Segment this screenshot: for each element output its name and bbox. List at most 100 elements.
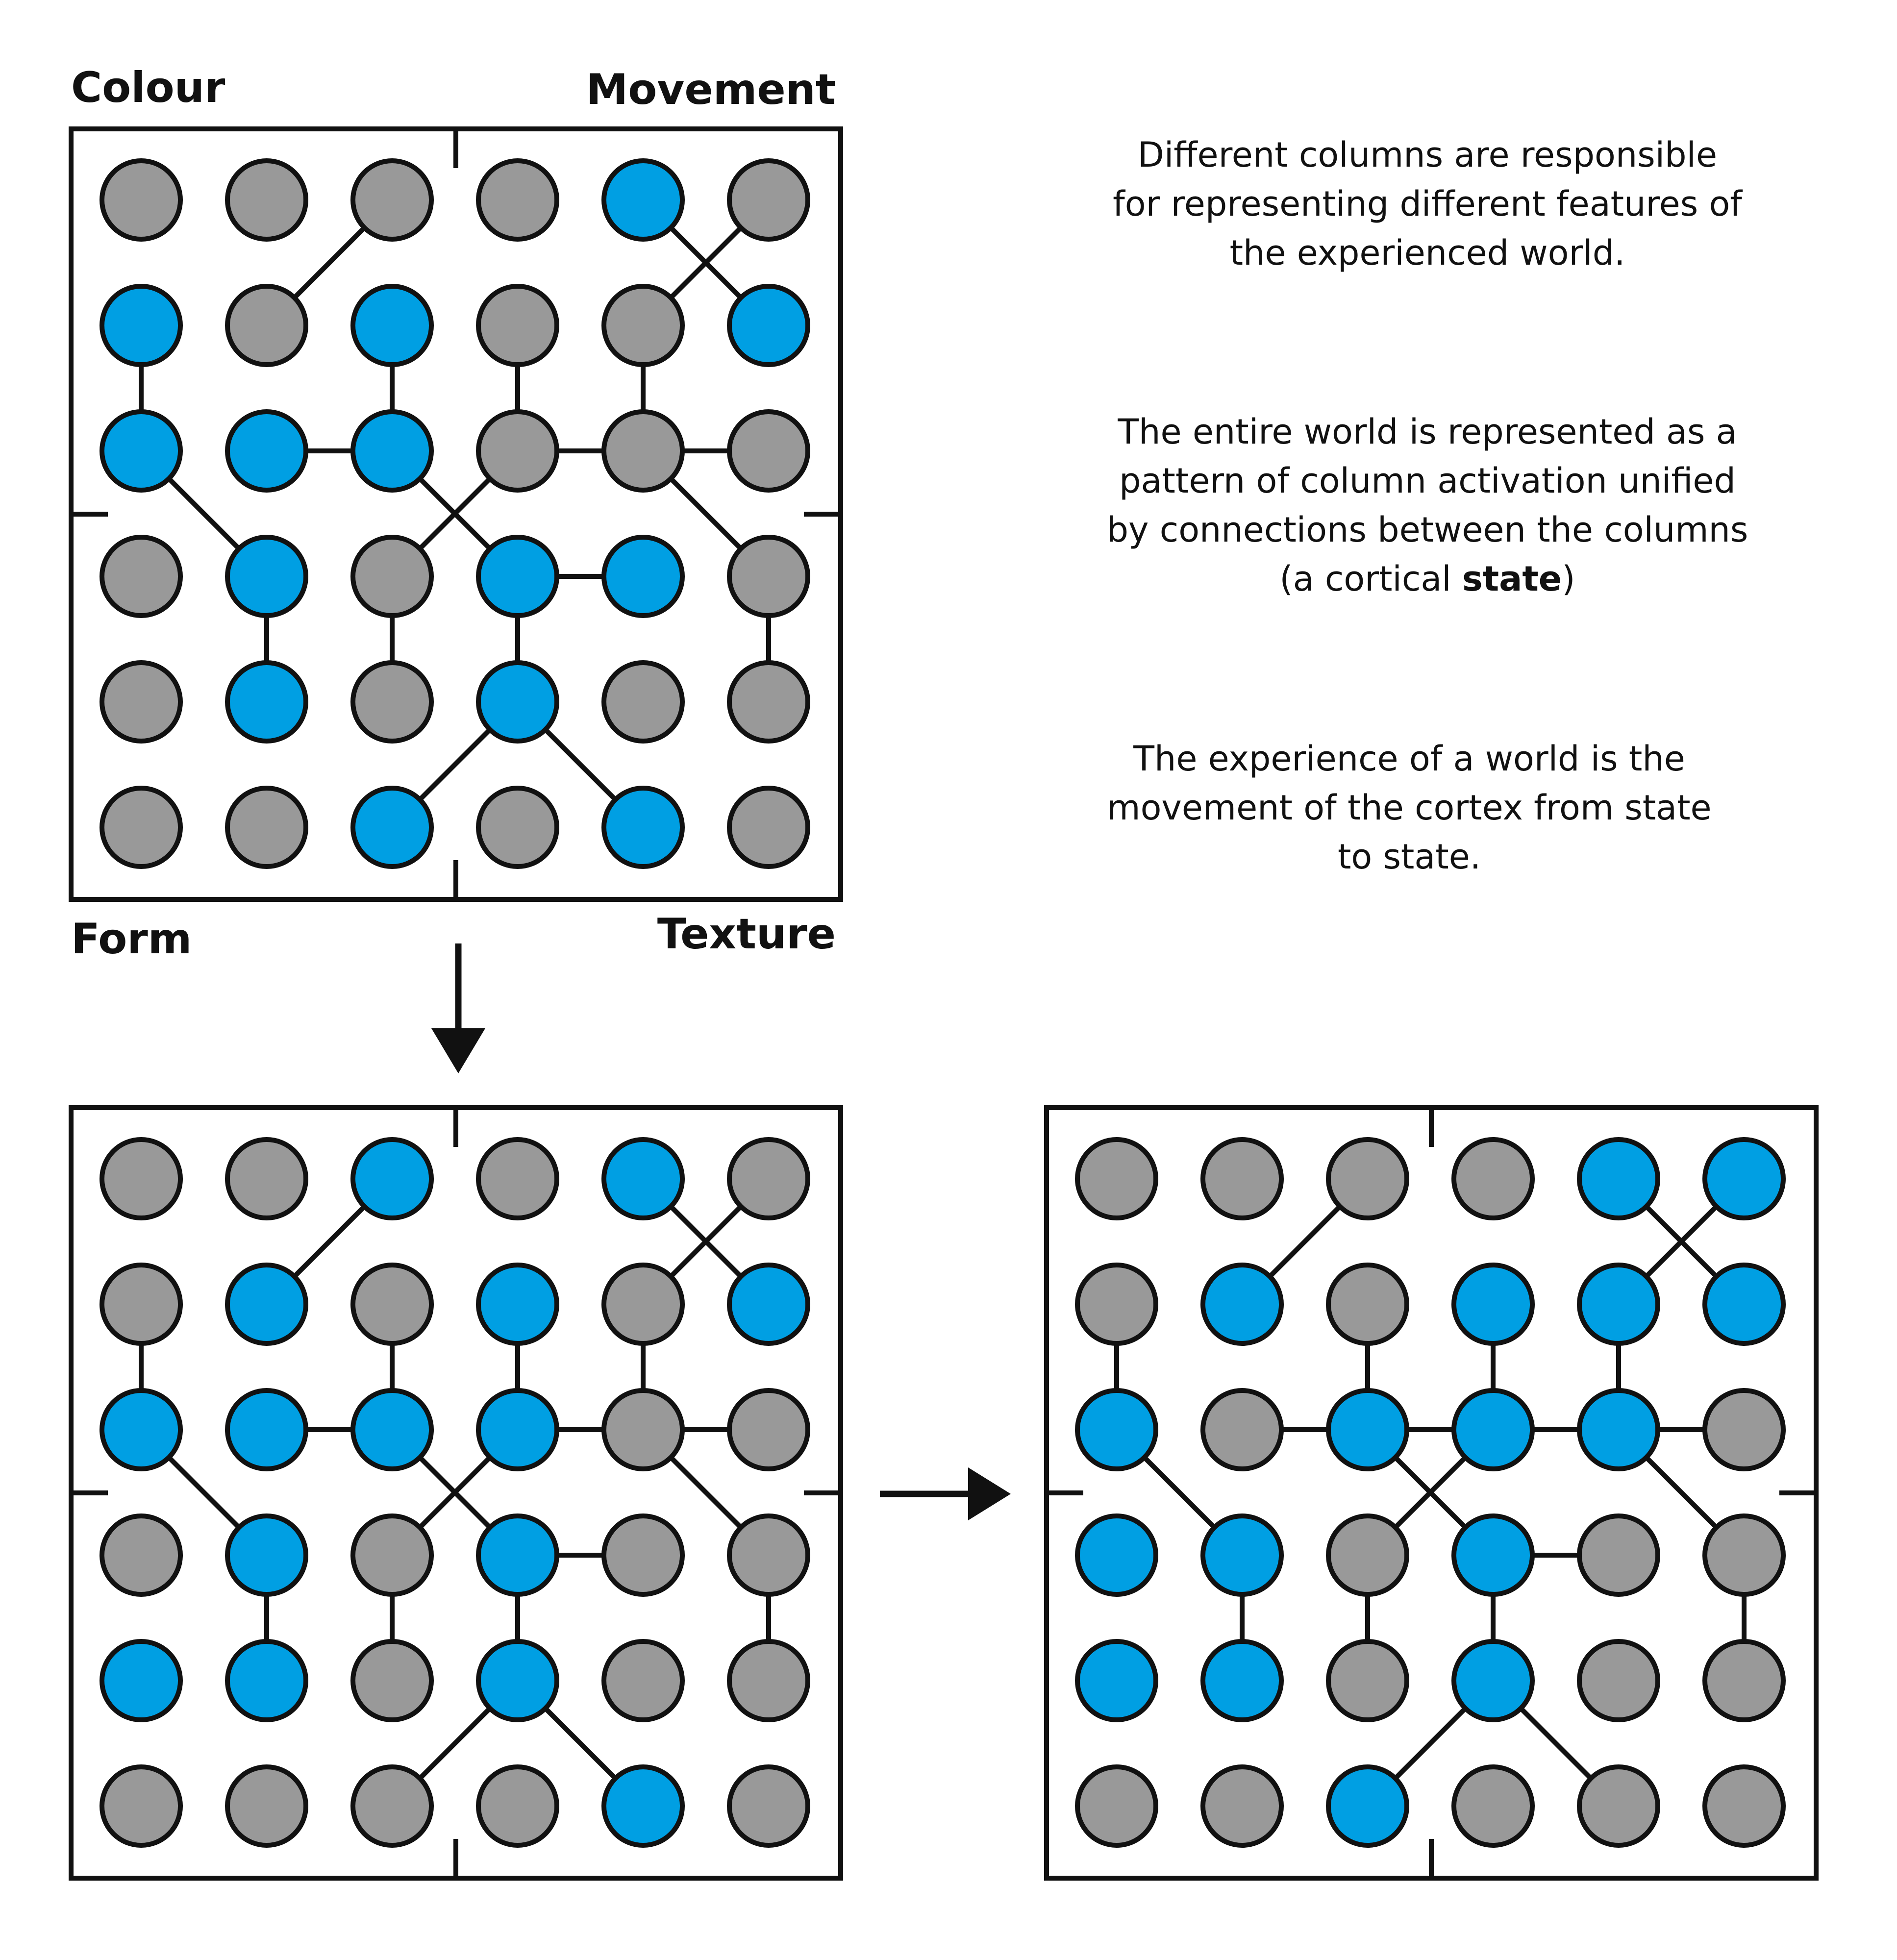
paragraph-line: Different columns are responsible xyxy=(1138,135,1717,175)
inactive-column xyxy=(350,1513,434,1597)
active-column xyxy=(1326,1764,1409,1848)
inactive-column xyxy=(1702,1764,1786,1848)
active-column xyxy=(1200,1639,1284,1722)
inactive-column xyxy=(727,409,810,493)
active-column xyxy=(476,1639,559,1722)
active-column xyxy=(1451,1263,1535,1346)
active-column xyxy=(476,1388,559,1471)
active-column xyxy=(727,284,810,367)
inactive-column xyxy=(100,660,183,744)
active-column xyxy=(476,660,559,744)
state-panel-second xyxy=(69,1105,843,1881)
active-column xyxy=(225,1513,308,1597)
active-column xyxy=(100,284,183,367)
active-column xyxy=(1577,1263,1660,1346)
paragraph-line: for representing different features of xyxy=(1113,184,1743,224)
state-panel-third xyxy=(1044,1105,1819,1881)
active-column xyxy=(601,1137,685,1220)
active-column xyxy=(225,1263,308,1346)
active-column xyxy=(601,786,685,869)
inactive-column xyxy=(1075,1137,1158,1220)
active-column xyxy=(350,1388,434,1471)
inactive-column xyxy=(601,409,685,493)
inactive-column xyxy=(350,1764,434,1848)
inactive-column xyxy=(350,158,434,242)
active-column xyxy=(1702,1263,1786,1346)
movement-label: Movement xyxy=(586,65,836,114)
active-column xyxy=(1451,1639,1535,1722)
inactive-column xyxy=(225,1764,308,1848)
paragraph-experience: The experience of a world is the movemen… xyxy=(1107,739,1711,877)
paragraph-state: The entire world is represented as a pat… xyxy=(1107,412,1748,599)
inactive-column xyxy=(100,535,183,618)
inactive-column xyxy=(100,158,183,242)
inactive-column xyxy=(1451,1764,1535,1848)
state-suffix: ) xyxy=(1562,559,1575,599)
inactive-column xyxy=(1326,1263,1409,1346)
inactive-column xyxy=(476,786,559,869)
inactive-column xyxy=(601,284,685,367)
active-column xyxy=(350,1137,434,1220)
active-column xyxy=(350,786,434,869)
inactive-column xyxy=(727,786,810,869)
active-column xyxy=(350,409,434,493)
inactive-column xyxy=(727,660,810,744)
inactive-column xyxy=(100,1513,183,1597)
connection-layer xyxy=(139,1177,771,1808)
column-layer xyxy=(1075,1137,1786,1848)
active-column xyxy=(100,1639,183,1722)
inactive-column xyxy=(1702,1388,1786,1471)
inactive-column xyxy=(1451,1137,1535,1220)
inactive-column xyxy=(100,786,183,869)
active-column xyxy=(476,1263,559,1346)
texture-label: Texture xyxy=(657,910,836,959)
paragraph-line: by connections between the columns xyxy=(1107,510,1748,550)
inactive-column xyxy=(601,1639,685,1722)
paragraph-columns: Different columns are responsible for re… xyxy=(1113,135,1743,273)
inactive-column xyxy=(350,660,434,744)
inactive-column xyxy=(727,1137,810,1220)
active-column xyxy=(225,535,308,618)
inactive-column xyxy=(1577,1639,1660,1722)
active-column xyxy=(1326,1388,1409,1471)
inactive-column xyxy=(100,1764,183,1848)
inactive-column xyxy=(727,1388,810,1471)
active-column xyxy=(225,660,308,744)
active-column xyxy=(1200,1263,1284,1346)
inactive-column xyxy=(1702,1639,1786,1722)
active-column xyxy=(100,409,183,493)
inactive-column xyxy=(350,1263,434,1346)
column-layer xyxy=(100,1137,810,1848)
inactive-column xyxy=(1577,1513,1660,1597)
active-column xyxy=(1075,1388,1158,1471)
inactive-column xyxy=(350,1639,434,1722)
inactive-column xyxy=(100,1137,183,1220)
inactive-column xyxy=(601,660,685,744)
column-layer xyxy=(100,158,810,869)
active-column xyxy=(225,1639,308,1722)
active-column xyxy=(727,1263,810,1346)
inactive-column xyxy=(476,1137,559,1220)
active-column xyxy=(1702,1137,1786,1220)
connection-layer xyxy=(139,198,771,829)
inactive-column xyxy=(100,1263,183,1346)
inactive-column xyxy=(1200,1388,1284,1471)
inactive-column xyxy=(476,1764,559,1848)
inactive-column xyxy=(727,1639,810,1722)
state-prefix: (a cortical xyxy=(1279,559,1462,599)
inactive-column xyxy=(1326,1639,1409,1722)
inactive-column xyxy=(476,158,559,242)
inactive-column xyxy=(1326,1137,1409,1220)
inactive-column xyxy=(727,1764,810,1848)
active-column xyxy=(601,158,685,242)
inactive-column xyxy=(476,409,559,493)
paragraph-line: The experience of a world is the xyxy=(1133,739,1685,779)
form-label: Form xyxy=(71,915,192,964)
inactive-column xyxy=(1577,1764,1660,1848)
inactive-column xyxy=(1702,1513,1786,1597)
inactive-column xyxy=(727,535,810,618)
inactive-column xyxy=(1200,1137,1284,1220)
inactive-column xyxy=(1200,1764,1284,1848)
paragraph-line: (a cortical state) xyxy=(1279,559,1575,599)
